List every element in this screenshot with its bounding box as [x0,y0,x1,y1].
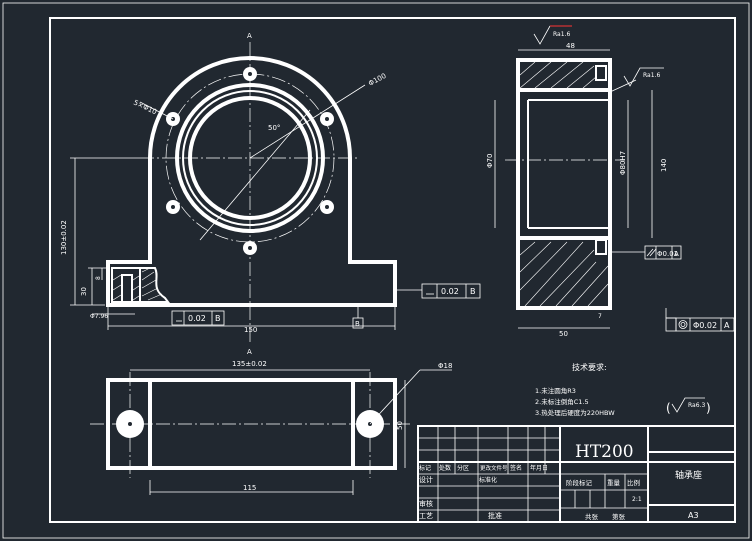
inner-frame [49,17,736,523]
counterbore-outline [111,267,141,303]
notes-title: 技术要求: [572,362,607,372]
bolt-hole-center [248,72,252,76]
tb-standard: 标准化 [479,476,497,484]
bore-inner-circle [188,96,312,220]
side-tol-position-datum: A [724,321,730,330]
side-dim-bottom: 50 [559,330,568,338]
svg-text:): ) [706,401,711,415]
section-marker-bottom: A [247,348,252,356]
side-outline [516,58,612,310]
bore-groove-circle [182,90,318,226]
dim-counterbore-depth: 8 [95,276,102,280]
tol-base-datum: B [215,314,221,323]
roughness-symbol-top: Ra1.6 [533,25,572,45]
side-tolerance-position: Φ0.02 A [675,317,735,332]
bolt-hole-center [325,117,329,121]
technical-notes: 技术要求: 1.未注圆角R3 2.未标注倒角C1.5 3.热处理后硬度为220H… [535,362,711,417]
tb-scale: 比例 [627,478,640,487]
dim-holes: 5×Φ10 [132,99,158,117]
bolt-hole-center [248,246,252,250]
side-bolt-hole-top [595,65,607,81]
tb-scale-value: 2:1 [632,496,642,503]
dim-height: 130±0.02 [60,220,68,255]
side-dim-top: 48 [566,42,575,50]
housing-outline [106,56,397,307]
tb-paper-size: A3 [688,511,699,520]
bolt-hole-center [325,205,329,209]
dim-counterbore-dia: Φ7.96 [90,313,108,320]
partial-section [111,267,170,303]
dim-width: 150 [244,326,257,334]
tb-label-sign: 签名 [510,464,522,472]
side-hatch-bottom [519,241,609,307]
bore-outer-circle [175,83,325,233]
tb-weight: 重量 [607,479,621,487]
side-dim-inner-left: Φ70 [486,154,494,168]
side-bore [518,88,612,240]
side-tol-position-value: Φ0.02 [693,321,717,330]
tolerance-frame-base: 0.02 B [171,310,225,326]
dim-angle: 50° [268,124,280,132]
note-item-2: 2.未标注倒角C1.5 [535,397,589,406]
side-tolerance-parallel: Φ0.01 A [644,245,682,260]
datum-label: B [355,320,360,328]
dim-outer-diameter: Φ100 [367,72,387,88]
break-line [139,267,170,303]
bolt-circle [165,73,335,243]
roughness-right-value: Ra1.6 [643,72,660,79]
top-view: 135±0.02 Φ18 50 115 [90,360,452,495]
svg-text:(: ( [666,401,671,415]
side-view: 48 Φ70 Φ80H7 140 50 7 Ra1.6 Ra1.6 Φ0. [486,25,735,338]
top-dim-depth: 50 [396,421,404,430]
general-roughness-value: Ra6.3 [688,402,705,409]
datum-marker: B [352,305,364,329]
side-tol-parallel-value: Φ0.01 [657,250,678,258]
top-dim-inner: 115 [243,484,256,492]
holes-leader [139,101,174,120]
tb-total: 共张 [585,512,599,521]
top-dim-hole: Φ18 [438,362,452,370]
side-dim-inner-right: Φ80H7 [619,151,627,175]
side-bolt-hole-bottom [595,239,607,255]
material: HT200 [575,442,634,462]
tol-parallel-datum: B [470,287,476,296]
dim-base-height: 30 [80,287,88,296]
tol-parallel-value: 0.02 [441,287,459,296]
tolerance-frame-parallel: 0.02 B [421,283,481,299]
general-roughness-symbol: ( Ra6.3 ) [666,397,711,415]
note-item-3: 3.热处理后硬度为220HBW [535,408,615,417]
bolt-hole-center [171,205,175,209]
tb-process: 工艺 [419,512,433,520]
side-dim-small: 7 [598,313,602,320]
dia-leader [249,84,366,159]
tb-label-zone: 分区 [457,464,469,472]
tb-approve: 批准 [488,511,502,520]
roughness-symbol-right: Ra1.6 [609,67,664,93]
angle-line [199,109,311,241]
counterbore-hole [121,274,133,303]
tol-base-value: 0.02 [188,314,206,323]
tb-stage: 阶段标记 [566,478,593,487]
side-dim-height: 140 [660,159,668,172]
tb-label-file: 更改文件号 [480,464,508,472]
part-name: 轴承座 [675,469,702,481]
tb-label-count: 处数 [439,464,451,472]
tb-review: 审核 [419,499,433,508]
side-hatch-top [519,61,597,89]
tb-label-date: 年月日 [530,464,548,472]
tb-label-mark: 标记 [419,464,431,472]
title-block: HT200 轴承座 标记 处数 分区 更改文件号 签名 年月日 设计 标准化 阶… [417,425,736,523]
side-tol-parallel-datum: A [674,250,679,258]
top-dim-spacing: 135±0.02 [232,360,267,368]
front-view: A A [60,32,481,356]
section-marker-top: A [247,32,252,40]
roughness-top-value: Ra1.6 [553,31,570,38]
note-item-1: 1.未注圆角R3 [535,386,576,395]
tb-sheet: 第张 [612,512,626,521]
tb-design: 设计 [419,475,433,484]
